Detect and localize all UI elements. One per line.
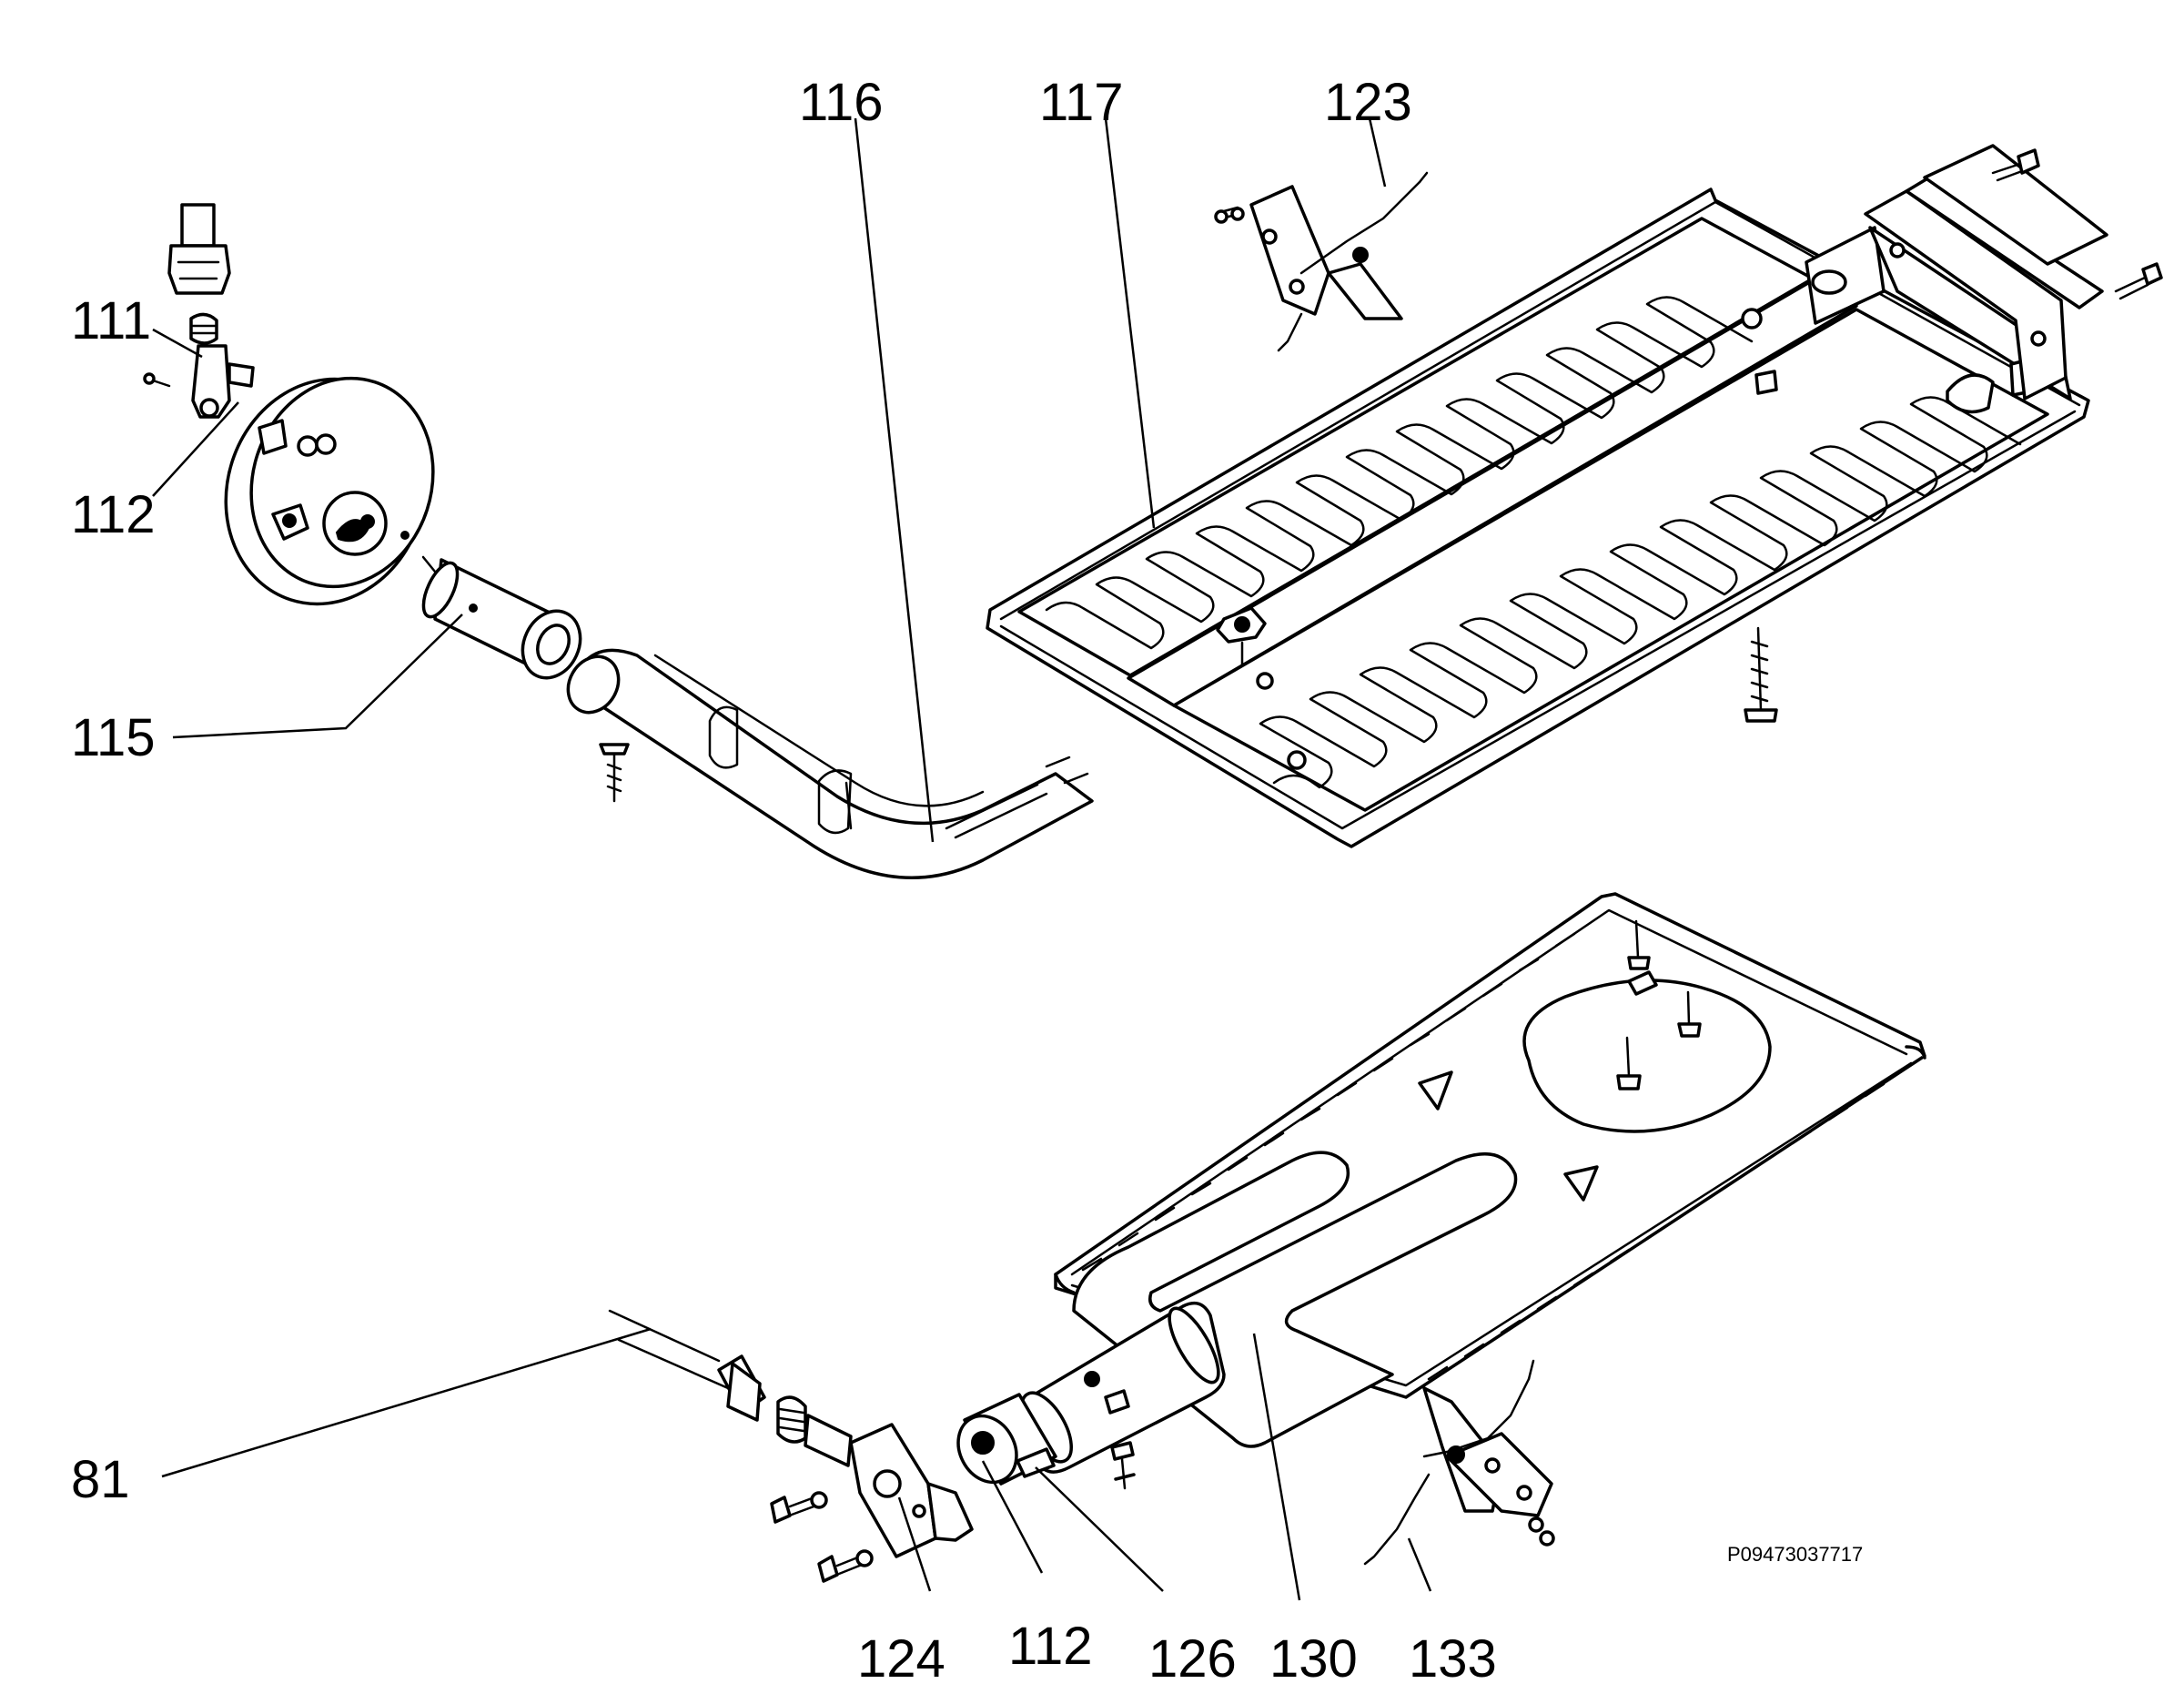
upper-orifice-tube bbox=[421, 558, 582, 680]
upper-bracket-screws bbox=[1991, 148, 2163, 300]
leader-115 bbox=[172, 614, 463, 739]
callout-117: 117 bbox=[1039, 73, 1123, 132]
leader-130 bbox=[1252, 1333, 1301, 1601]
lower-burner-screws bbox=[1616, 919, 1702, 1090]
leader-112-top bbox=[152, 401, 239, 497]
leader-126 bbox=[1035, 1466, 1164, 1592]
leader-111 bbox=[152, 328, 203, 359]
lower-valve bbox=[956, 1393, 1057, 1486]
leader-124 bbox=[897, 1496, 932, 1592]
callout-126: 126 bbox=[1148, 1629, 1237, 1689]
leader-112-bottom bbox=[981, 1460, 1044, 1574]
upper-wall-bracket bbox=[1864, 144, 2108, 401]
upper-electrode-assembly bbox=[1214, 171, 1429, 352]
leader-117 bbox=[1104, 117, 1156, 529]
lower-tube-screw bbox=[1110, 1441, 1136, 1490]
lower-gas-inlet-pipe bbox=[608, 1309, 853, 1467]
upper-tube-screw bbox=[599, 743, 630, 803]
lower-electrode-assembly bbox=[1363, 1359, 1555, 1566]
callout-123: 123 bbox=[1324, 73, 1412, 132]
upper-heating-coil-right bbox=[1259, 396, 2022, 789]
reference-code: P09473037717 bbox=[1727, 1543, 1863, 1566]
callout-112-bottom: 112 bbox=[1008, 1617, 1092, 1676]
callout-111: 111 bbox=[71, 291, 151, 350]
leader-lines bbox=[152, 117, 1432, 1601]
upper-burner-pan bbox=[986, 188, 2090, 848]
upper-burner-tube bbox=[566, 648, 1094, 879]
upper-long-screw bbox=[1744, 626, 1778, 723]
lower-heat-shield bbox=[1418, 979, 1772, 1202]
leader-81 bbox=[161, 1327, 652, 1478]
lower-mounting-bracket bbox=[849, 1423, 974, 1558]
callout-labels: 111 112 115 116 117 123 81 124 112 126 1… bbox=[71, 73, 1497, 1689]
callout-124: 124 bbox=[857, 1629, 945, 1689]
callout-116: 116 bbox=[799, 73, 883, 132]
callout-112-top: 112 bbox=[71, 485, 155, 544]
upper-heating-coil-left bbox=[1045, 296, 1754, 650]
leader-133 bbox=[1407, 1537, 1432, 1592]
leader-123 bbox=[1368, 117, 1387, 188]
leader-116 bbox=[854, 117, 935, 843]
upper-gas-valve-housing bbox=[224, 376, 437, 606]
lower-burner-tube bbox=[1020, 1151, 1518, 1474]
upper-gas-supply-fitting bbox=[143, 203, 255, 419]
callout-130: 130 bbox=[1269, 1629, 1358, 1689]
callout-81: 81 bbox=[71, 1450, 130, 1509]
callout-133: 133 bbox=[1409, 1629, 1497, 1689]
callout-115: 115 bbox=[71, 708, 155, 767]
lower-bracket-screws bbox=[770, 1491, 874, 1583]
